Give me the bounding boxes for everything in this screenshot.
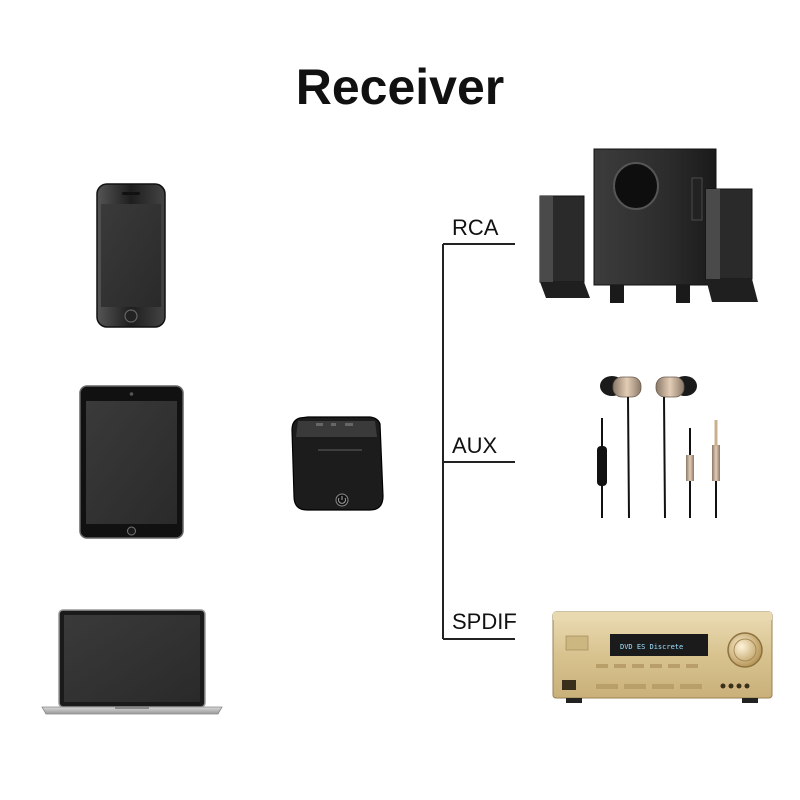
- output-bracket: [442, 243, 515, 640]
- smartphone: [96, 183, 166, 328]
- laptop: [41, 609, 223, 715]
- av-receiver-amplifier: DVD ES Discrete: [552, 611, 773, 703]
- spdif-label: SPDIF: [452, 609, 517, 634]
- earphones: [597, 376, 720, 519]
- bluetooth-receiver: [291, 416, 384, 511]
- aux-label: AUX: [452, 433, 498, 458]
- amp-display-text: DVD ES Discrete: [620, 643, 683, 651]
- page-title: Receiver: [295, 59, 505, 115]
- tablet: [79, 385, 184, 539]
- speaker-system: [539, 148, 758, 303]
- rca-label: RCA: [452, 215, 499, 240]
